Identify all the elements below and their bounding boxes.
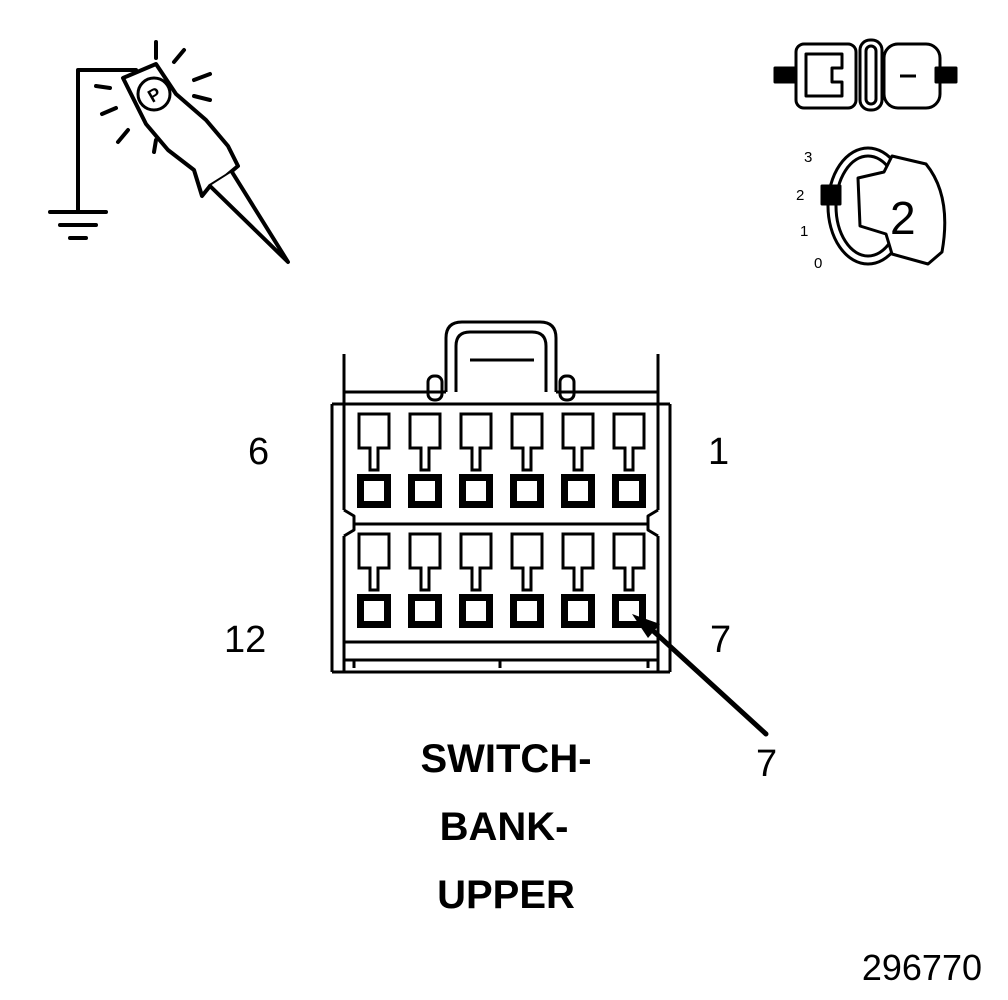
cavity-pin-12: [357, 532, 391, 628]
cavity-pin-10: [459, 532, 493, 628]
ignition-position-1: 1: [800, 223, 808, 240]
cavity-pin-5: [408, 412, 442, 508]
cavity-pin-7: [612, 532, 646, 628]
pin-label-1: 1: [708, 431, 729, 473]
probe-to-ground-icon: [48, 40, 290, 264]
cavity-pin-11: [408, 532, 442, 628]
cavity-pin-6: [357, 412, 391, 508]
ignition-key-position-label: 2: [890, 192, 916, 244]
connector-housing: [330, 320, 672, 674]
cavity-pin-4: [459, 412, 493, 508]
connector-disconnect-icon: [773, 38, 958, 112]
pin-label-12: 12: [224, 619, 266, 661]
cavity-pin-9: [510, 532, 544, 628]
figure-id: 296770: [862, 947, 982, 988]
connector-title-line-2: BANK-: [440, 805, 569, 849]
cavity-pin-2: [561, 412, 595, 508]
ignition-position-0: 0: [814, 255, 822, 272]
pin-label-6: 6: [248, 431, 269, 473]
connector-title-line-3: UPPER: [437, 873, 575, 917]
pin-7-pointer-arrow: [632, 614, 769, 737]
pin-label-7: 7: [710, 619, 731, 661]
cavity-pin-3: [510, 412, 544, 508]
highlighted-pin-label: 7: [756, 743, 777, 785]
cavity-row-bottom: [357, 532, 646, 628]
ignition-key-icon: [820, 146, 947, 266]
connector-title-line-1: SWITCH-: [420, 737, 591, 781]
cavity-pin-8: [561, 532, 595, 628]
ignition-position-2: 2: [796, 187, 804, 204]
ignition-position-3: 3: [804, 149, 812, 166]
cavity-row-top: [357, 412, 646, 508]
cavity-pin-1: [612, 412, 646, 508]
